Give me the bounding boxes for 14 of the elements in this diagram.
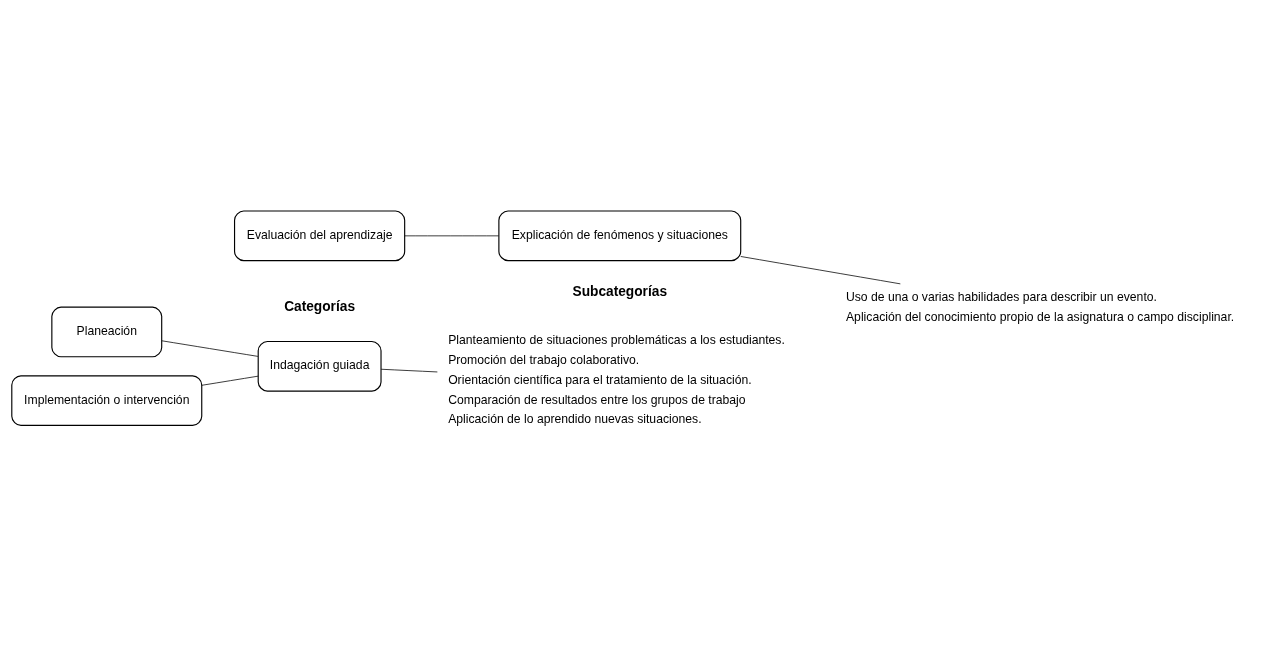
connector <box>161 339 259 357</box>
connector <box>404 234 499 236</box>
connector <box>380 368 438 372</box>
node-box: Indagación guiada <box>257 340 382 392</box>
connector <box>740 255 901 284</box>
node-box: Evaluación del aprendizaje <box>234 210 406 261</box>
node-box: Explicación de fenómenos y situaciones <box>498 210 742 261</box>
label: Categorías <box>284 298 356 314</box>
connector <box>201 375 259 386</box>
label: Subcategorías <box>572 283 668 299</box>
node-text: Planteamiento de situaciones problemáticas a los estudiantes. Promoción del trabajo colaborativo. Orientación científica para el tratamiento de la situación. Comparación de resultados entre los grupos de trabajo Aplicación de lo aprendido nuevas situaciones. <box>448 332 785 426</box>
node-box: Implementación o intervención <box>11 374 203 426</box>
node-text: Uso de una o varias habilidades para describir un evento. Aplicación del conocimiento propio de la asignatura o campo disciplinar. <box>845 289 1235 324</box>
node-box: Planeación <box>51 306 163 357</box>
